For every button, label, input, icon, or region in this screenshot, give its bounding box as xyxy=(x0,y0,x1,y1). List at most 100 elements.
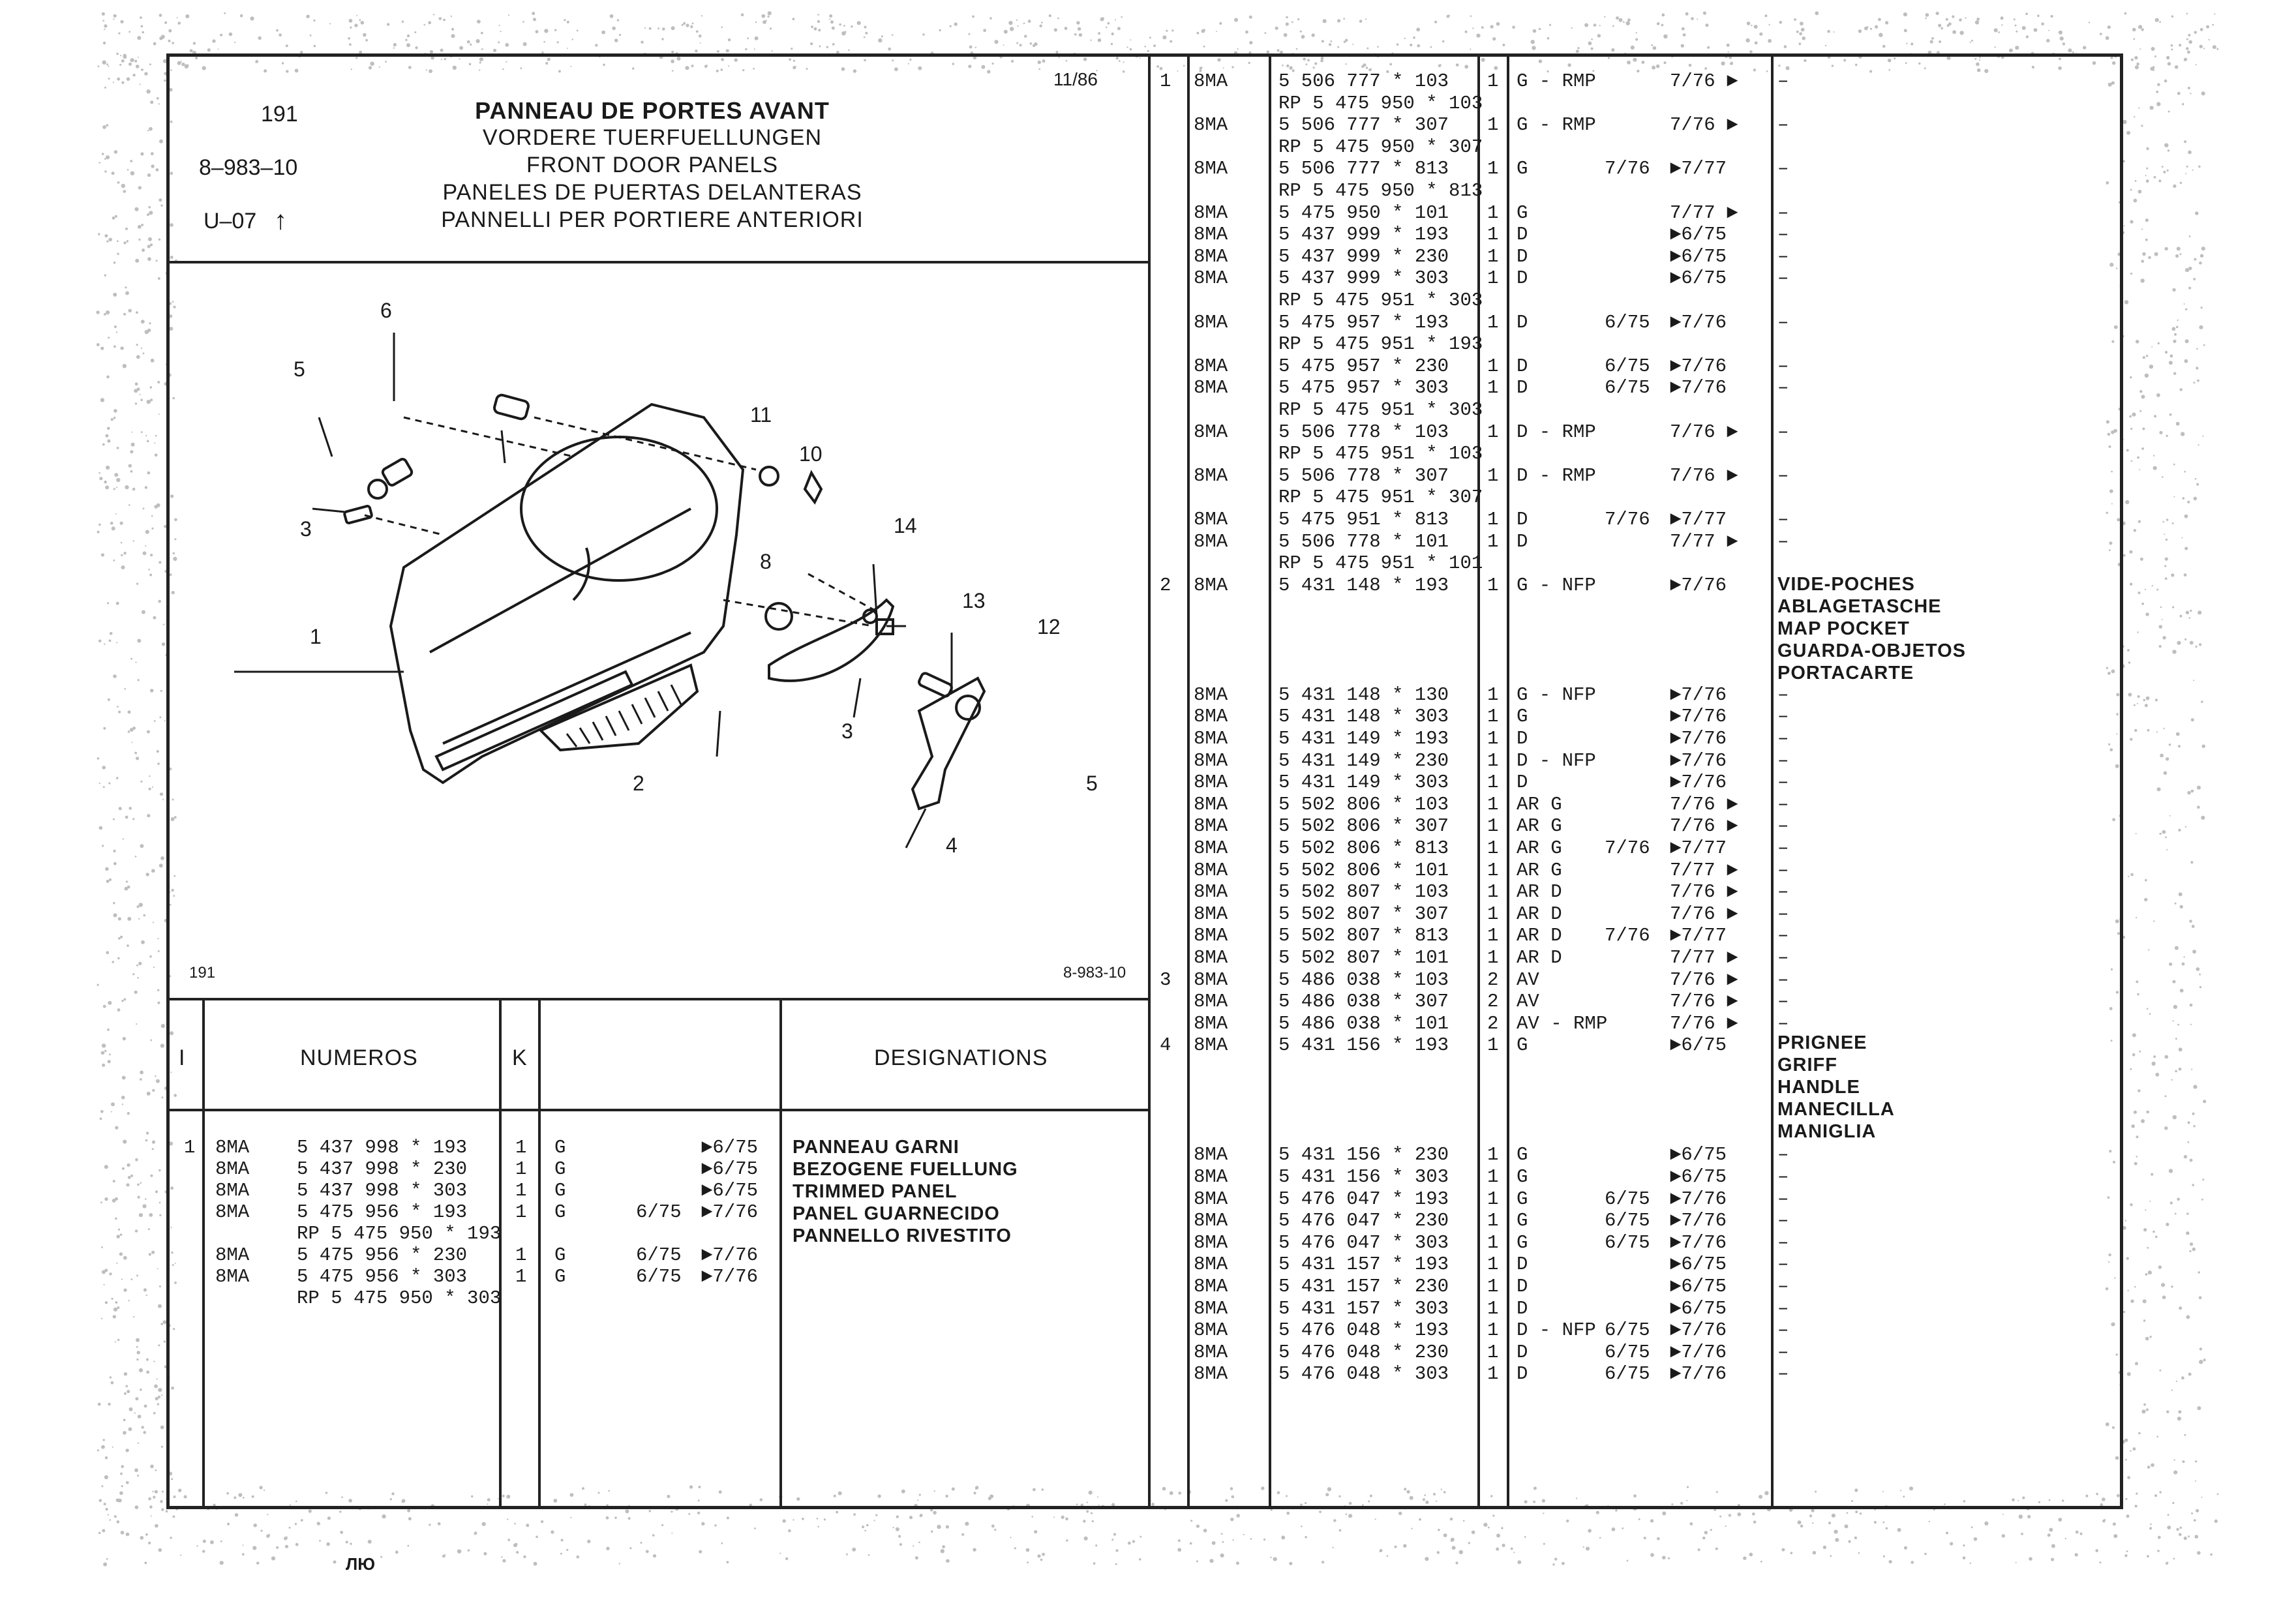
cell-note: – xyxy=(1777,706,1789,728)
cell-qty: 1 xyxy=(1487,1210,1499,1232)
designation-line: MAP POCKET xyxy=(1777,618,1910,639)
cell-number: RP 5 475 951 * 103 xyxy=(1278,443,1483,465)
cell-to: ►7/76 xyxy=(1670,749,1727,772)
cell-number: 5 431 148 * 193 xyxy=(1278,574,1449,596)
cell-note: – xyxy=(1777,815,1789,837)
cell-number: 5 502 806 * 101 xyxy=(1278,859,1449,881)
cell-code: AR D xyxy=(1517,903,1562,925)
title-es: PANELES DE PUERTAS DELANTERAS xyxy=(442,180,862,205)
cell-code: G xyxy=(554,1158,566,1180)
cell-code: D xyxy=(1517,728,1528,749)
cell-idx: 2 xyxy=(1160,574,1171,596)
cell-to: ►7/76 xyxy=(1670,683,1727,706)
col-head-qty: K xyxy=(512,1045,528,1070)
cell-to: ►7/77 xyxy=(1670,837,1727,859)
cell-number: 5 506 778 * 101 xyxy=(1278,530,1449,552)
cell-to: ►6/75 xyxy=(1670,1166,1727,1188)
cell-to: ►7/76 xyxy=(701,1244,759,1266)
cell-qty: 1 xyxy=(1487,224,1499,246)
cell-qty: 1 xyxy=(1487,728,1499,749)
cell-code: G xyxy=(554,1201,566,1223)
cell-note: – xyxy=(1777,1188,1789,1210)
cell-qty: 1 xyxy=(1487,793,1499,815)
cell-note: – xyxy=(1777,947,1789,969)
designation-line: TRIMMED PANEL xyxy=(793,1181,958,1202)
cell-number: 5 476 047 * 193 xyxy=(1278,1188,1449,1210)
cell-qty: 1 xyxy=(1487,1231,1499,1254)
cell-code: G xyxy=(1517,1144,1528,1166)
cell-code: D xyxy=(1517,224,1528,246)
cell-number: 5 486 038 * 103 xyxy=(1278,969,1449,991)
cell-code: AR G xyxy=(1517,793,1562,815)
cell-qty: 1 xyxy=(1487,574,1499,596)
cell-number: 5 476 047 * 303 xyxy=(1278,1231,1449,1254)
cell-note: – xyxy=(1777,202,1789,224)
cell-to: ►7/76 xyxy=(1670,311,1727,333)
cell-code: D xyxy=(1517,245,1528,267)
cell-number: 5 506 778 * 103 xyxy=(1278,421,1449,443)
cell-to: ►7/76 xyxy=(1670,1319,1727,1342)
cell-code: G xyxy=(1517,706,1528,728)
cell-to: 7/76 ► xyxy=(1670,464,1738,487)
title-fr: PANNEAU DE PORTES AVANT xyxy=(475,97,830,124)
cell-number: 5 475 956 * 303 xyxy=(297,1266,468,1287)
cell-code: D xyxy=(1517,530,1528,552)
cell-to: ►7/76 xyxy=(1670,1363,1727,1385)
cell-code: G xyxy=(1517,202,1528,224)
cell-number: 5 502 807 * 103 xyxy=(1278,881,1449,903)
cell-code: G xyxy=(554,1180,566,1201)
cell-code: D xyxy=(1517,1276,1528,1297)
designation-line: PANNEAU GARNI xyxy=(793,1137,959,1158)
left-idx-col xyxy=(202,998,205,1509)
cell-qty: 1 xyxy=(1487,1276,1499,1297)
cell-prefix: 8MA xyxy=(1194,311,1228,333)
date-label: 11/86 xyxy=(1053,69,1098,89)
cell-note: – xyxy=(1777,969,1789,991)
cell-number: 5 475 950 * 101 xyxy=(1278,202,1449,224)
cell-note: – xyxy=(1777,728,1789,749)
cell-qty: 1 xyxy=(1487,1363,1499,1385)
right-date-col xyxy=(1771,53,1774,1509)
cell-note: – xyxy=(1777,925,1789,947)
cell-to: ►6/75 xyxy=(1670,1276,1727,1297)
cell-to: 7/76 ► xyxy=(1670,1012,1738,1034)
cell-to: ►7/77 xyxy=(1670,158,1727,180)
cell-number: 5 475 957 * 193 xyxy=(1278,311,1449,333)
cell-number: RP 5 475 950 * 103 xyxy=(1278,92,1483,114)
cell-from: 7/76 xyxy=(1605,509,1650,530)
version-mark: U–07 xyxy=(204,209,257,233)
cell-number: 5 431 149 * 193 xyxy=(1278,728,1449,749)
cell-from: 6/75 xyxy=(1605,1210,1650,1232)
cell-to: 7/76 ► xyxy=(1670,815,1738,837)
cell-number: 5 506 777 * 103 xyxy=(1278,70,1449,92)
cell-number: 5 431 156 * 303 xyxy=(1278,1166,1449,1188)
cell-qty: 2 xyxy=(1487,969,1499,991)
cell-note: – xyxy=(1777,1276,1789,1297)
cell-qty: 1 xyxy=(1487,772,1499,794)
cell-prefix: 8MA xyxy=(1194,728,1228,749)
cell-prefix: 8MA xyxy=(1194,355,1228,377)
cell-to: ►6/75 xyxy=(1670,245,1727,267)
cell-code: D xyxy=(1517,772,1528,794)
cell-number: 5 502 806 * 307 xyxy=(1278,815,1449,837)
callout-12: 12 xyxy=(1037,615,1061,638)
cell-from: 6/75 xyxy=(636,1201,682,1223)
designation-line: VIDE-POCHES xyxy=(1777,574,1915,595)
cell-prefix: 8MA xyxy=(215,1266,250,1287)
cell-note: – xyxy=(1777,70,1789,92)
cell-from: 6/75 xyxy=(1605,311,1650,333)
cell-prefix: 8MA xyxy=(1194,1341,1228,1363)
cell-code: G xyxy=(554,1244,566,1266)
footer-mark: ЛЮ xyxy=(346,1554,376,1574)
cell-prefix: 8MA xyxy=(1194,530,1228,552)
cell-qty: 1 xyxy=(1487,837,1499,859)
cell-qty: 1 xyxy=(1487,1034,1499,1057)
cell-code: D xyxy=(1517,509,1528,530)
cell-from: 6/75 xyxy=(1605,1341,1650,1363)
callout-2: 2 xyxy=(633,772,644,795)
cell-note: – xyxy=(1777,1319,1789,1342)
designation-line: PORTACARTE xyxy=(1777,663,1914,683)
cell-note: – xyxy=(1777,1254,1789,1276)
cell-number: 5 437 998 * 230 xyxy=(297,1158,468,1180)
cell-prefix: 8MA xyxy=(1194,837,1228,859)
